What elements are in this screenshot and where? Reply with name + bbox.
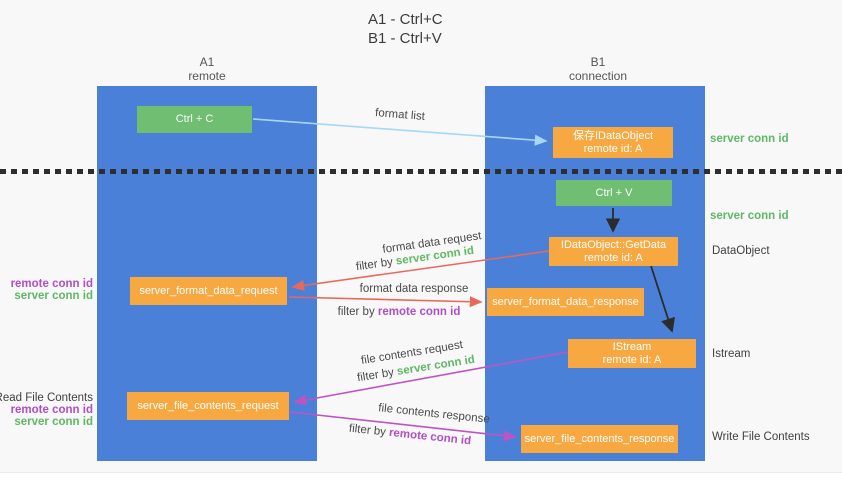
right-label-server-conn-id-1: server conn id — [710, 133, 789, 145]
node-istream-line2: remote id: A — [602, 353, 662, 366]
right-label-istream: Istream — [712, 348, 751, 360]
node-getdata-line2: remote id: A — [584, 251, 643, 264]
label-filter-by-remote-conn-2: filter by remote conn id — [348, 423, 471, 448]
label-filter-by-remote-conn-1: filter by remote conn id — [338, 306, 461, 318]
node-server-format-data-response: server_format_data_response — [487, 288, 644, 316]
bottom-strip — [0, 472, 842, 485]
node-file-request-label: server_file_contents_request — [137, 399, 279, 412]
left-conn-id-group-1: remote conn id server conn id — [11, 278, 93, 302]
left-label-server-conn-id-1: server conn id — [14, 290, 93, 302]
format-data-response-arrow — [288, 296, 483, 308]
filter-by-text: filter by — [337, 306, 375, 318]
left-label-remote-conn-id-2: remote conn id — [10, 404, 93, 416]
node-save-idataobject: 保存IDataObject remote id: A — [553, 127, 673, 158]
left-column-header: A1 remote — [137, 55, 277, 83]
filter-by-text: filter by — [348, 422, 387, 439]
title-line-a1: A1 - Ctrl+C — [368, 11, 443, 28]
right-column-role: connection — [568, 69, 628, 83]
left-label-remote-conn-id-1: remote conn id — [10, 278, 93, 290]
node-getdata-line1: IDataObject::GetData — [560, 238, 667, 251]
left-read-file-group: Read File Contents remote conn id server… — [0, 392, 93, 428]
node-istream: IStream remote id: A — [568, 339, 696, 368]
node-save-idataobject-line1: 保存IDataObject — [572, 129, 654, 142]
node-file-response-label: server_file_contents_response — [524, 432, 675, 445]
node-ctrl-v: Ctrl + V — [556, 180, 672, 206]
diagram-title: A1 - Ctrl+C B1 - Ctrl+V — [368, 10, 443, 48]
left-label-read-file-contents: Read File Contents — [0, 392, 93, 404]
filter-by-text: filter by — [356, 366, 395, 385]
node-istream-line1: IStream — [612, 340, 652, 353]
label-format-data-response: format data response — [359, 283, 469, 295]
left-column-name: A1 — [199, 55, 215, 69]
right-label-write-file-contents: Write File Contents — [712, 431, 810, 443]
title-line-b1: B1 - Ctrl+V — [368, 30, 442, 47]
right-column-header: B1 connection — [528, 55, 668, 83]
node-ctrl-v-label: Ctrl + V — [595, 186, 633, 199]
right-label-server-conn-id-2: server conn id — [710, 210, 789, 222]
node-format-request-label: server_format_data_request — [139, 284, 278, 297]
node-format-response-label: server_format_data_response — [492, 295, 639, 308]
node-idataobject-getdata: IDataObject::GetData remote id: A — [549, 237, 678, 266]
label-format-list: format list — [374, 107, 426, 123]
node-server-file-contents-response: server_file_contents_response — [521, 425, 678, 453]
remote-conn-id-text: remote conn id — [388, 426, 472, 448]
node-ctrl-c-label: Ctrl + C — [175, 113, 214, 125]
node-save-idataobject-line2: remote id: A — [583, 142, 643, 155]
copy-paste-separator-line — [0, 169, 842, 174]
node-server-file-contents-request: server_file_contents_request — [127, 392, 289, 420]
left-label-server-conn-id-2: server conn id — [14, 416, 93, 428]
label-file-contents-response: file contents response — [377, 402, 491, 426]
node-server-format-data-request: server_format_data_request — [130, 277, 287, 305]
left-column-role: remote — [188, 69, 226, 83]
remote-conn-id-text: remote conn id — [377, 306, 461, 318]
right-label-dataobject: DataObject — [712, 245, 770, 257]
node-ctrl-c: Ctrl + C — [137, 106, 252, 133]
filter-by-text: filter by — [355, 256, 394, 274]
right-column-name: B1 — [590, 55, 606, 69]
